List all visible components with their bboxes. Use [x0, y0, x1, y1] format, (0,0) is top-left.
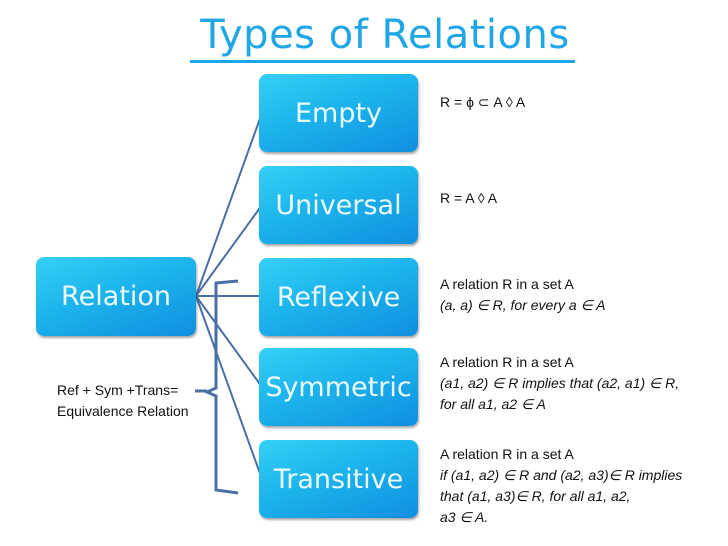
universal-description: R = A ◊ A [440, 188, 497, 209]
description-line: A relation R in a set A [440, 446, 574, 462]
description-line: a3 ∈ A. [440, 509, 489, 525]
transitive-description: A relation R in a set A if (a1, a2) ∈ R … [440, 444, 682, 528]
connector-transitive [195, 295, 263, 480]
universal-label: Universal [275, 189, 402, 221]
connector-universal [195, 204, 263, 297]
description-line: for all a1, a2 ∈ A [440, 396, 546, 412]
equivalence-line: Equivalence Relation [57, 403, 189, 419]
transitive-label: Transitive [273, 463, 404, 495]
empty-label: Empty [294, 97, 383, 129]
reflexive-node: Reflexive [259, 258, 418, 336]
relation-node: Relation [36, 257, 196, 336]
transitive-node: Transitive [259, 440, 418, 518]
description-line: R = A ◊ A [440, 190, 498, 206]
description-line: (a1, a2) ∈ R implies that (a2, a1) ∈ R, [440, 375, 680, 391]
equivalence-line: Ref + Sym +Trans= [57, 382, 179, 398]
equivalence-brace [203, 279, 239, 495]
equivalence-note: Ref + Sym +Trans= Equivalence Relation [57, 380, 189, 422]
description-line: if (a1, a2) ∈ R and (a2, a3)∈ R implies [440, 467, 683, 483]
symmetric-label: Symmetric [265, 371, 412, 403]
page-title: Types of Relations [200, 12, 570, 58]
reflexive-label: Reflexive [276, 281, 401, 313]
universal-node: Universal [259, 166, 418, 244]
relation-label: Relation [61, 281, 171, 312]
title-underline [190, 60, 575, 63]
description-line: A relation R in a set A [440, 276, 574, 292]
symmetric-description: A relation R in a set A (a1, a2) ∈ R imp… [440, 352, 679, 415]
symmetric-node: Symmetric [259, 348, 418, 426]
connector-empty [195, 112, 263, 297]
empty-description: R = ϕ ⊂ A ◊ A [440, 92, 525, 113]
connector-symmetric [195, 295, 263, 388]
description-line: R = ϕ ⊂ A ◊ A [440, 94, 526, 110]
description-line: (a, a) ∈ R, for every a ∈ A [440, 297, 606, 313]
description-line: A relation R in a set A [440, 354, 574, 370]
description-line: that (a1, a3)∈ R, for all a1, a2, [440, 488, 631, 504]
reflexive-description: A relation R in a set A (a, a) ∈ R, for … [440, 274, 605, 316]
empty-node: Empty [259, 74, 418, 152]
